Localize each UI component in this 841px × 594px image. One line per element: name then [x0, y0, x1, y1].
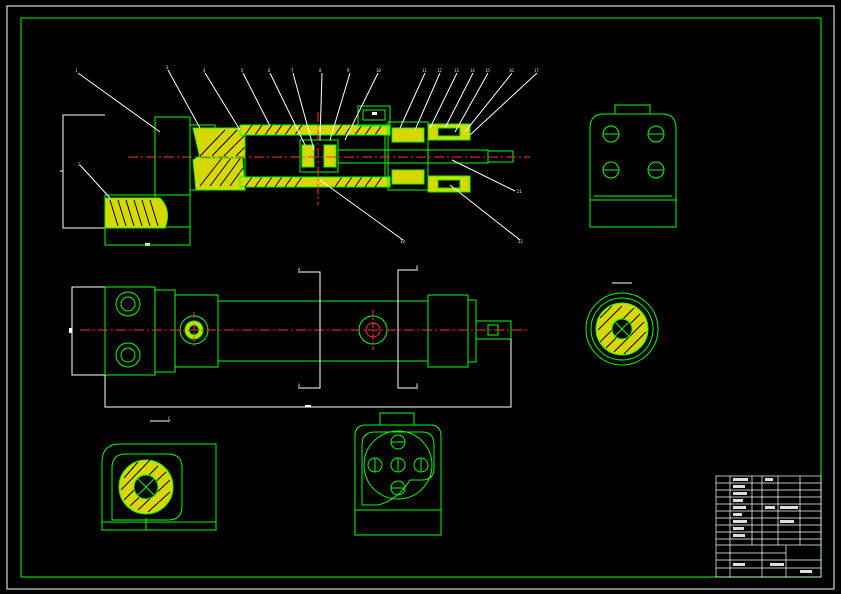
- section-a-label-bottom: A: [298, 383, 301, 388]
- plan-view: [69, 269, 530, 408]
- balloon-8: 8: [319, 68, 322, 73]
- balloon-11: 11: [422, 68, 427, 73]
- balloon-5: 5: [241, 68, 244, 73]
- balloon-22: 22: [518, 239, 523, 244]
- section-b-label-top: B: [416, 265, 419, 270]
- balloon-7: 7: [291, 68, 294, 73]
- balloon-1: 1: [75, 68, 78, 73]
- balloon-labels: 1 2 3 4 5 6 7 8 9 10 11 12 13 14 15 16 1…: [75, 65, 539, 244]
- end-view-top: [589, 104, 677, 228]
- balloon-3: 3: [166, 65, 169, 70]
- main-section-view: [60, 69, 538, 246]
- balloon-4: 4: [203, 68, 206, 73]
- balloon-17: 17: [534, 68, 539, 73]
- balloon-16: 16: [509, 68, 514, 73]
- port-block-view: [354, 412, 442, 536]
- title-block: [715, 475, 822, 578]
- section-a-label-top: A: [298, 267, 301, 272]
- balloon-2: 2: [78, 162, 81, 167]
- balloon-9: 9: [347, 68, 350, 73]
- balloon-6: 6: [268, 68, 271, 73]
- balloon-12: 12: [437, 68, 442, 73]
- title-block-glyphs: [733, 478, 812, 573]
- round-section-view: [585, 282, 659, 366]
- balloon-10: 10: [376, 68, 381, 73]
- inner-border: [20, 17, 822, 578]
- outer-border: [6, 5, 835, 590]
- balloon-18: 18: [400, 239, 405, 244]
- section-b-label-bottom: B: [416, 383, 419, 388]
- view-c-label: C: [168, 416, 171, 421]
- balloon-15: 15: [485, 68, 490, 73]
- balloon-14: 14: [470, 68, 475, 73]
- square-section-view: [101, 420, 217, 531]
- balloon-21: 21: [517, 189, 522, 194]
- balloon-13: 13: [454, 68, 459, 73]
